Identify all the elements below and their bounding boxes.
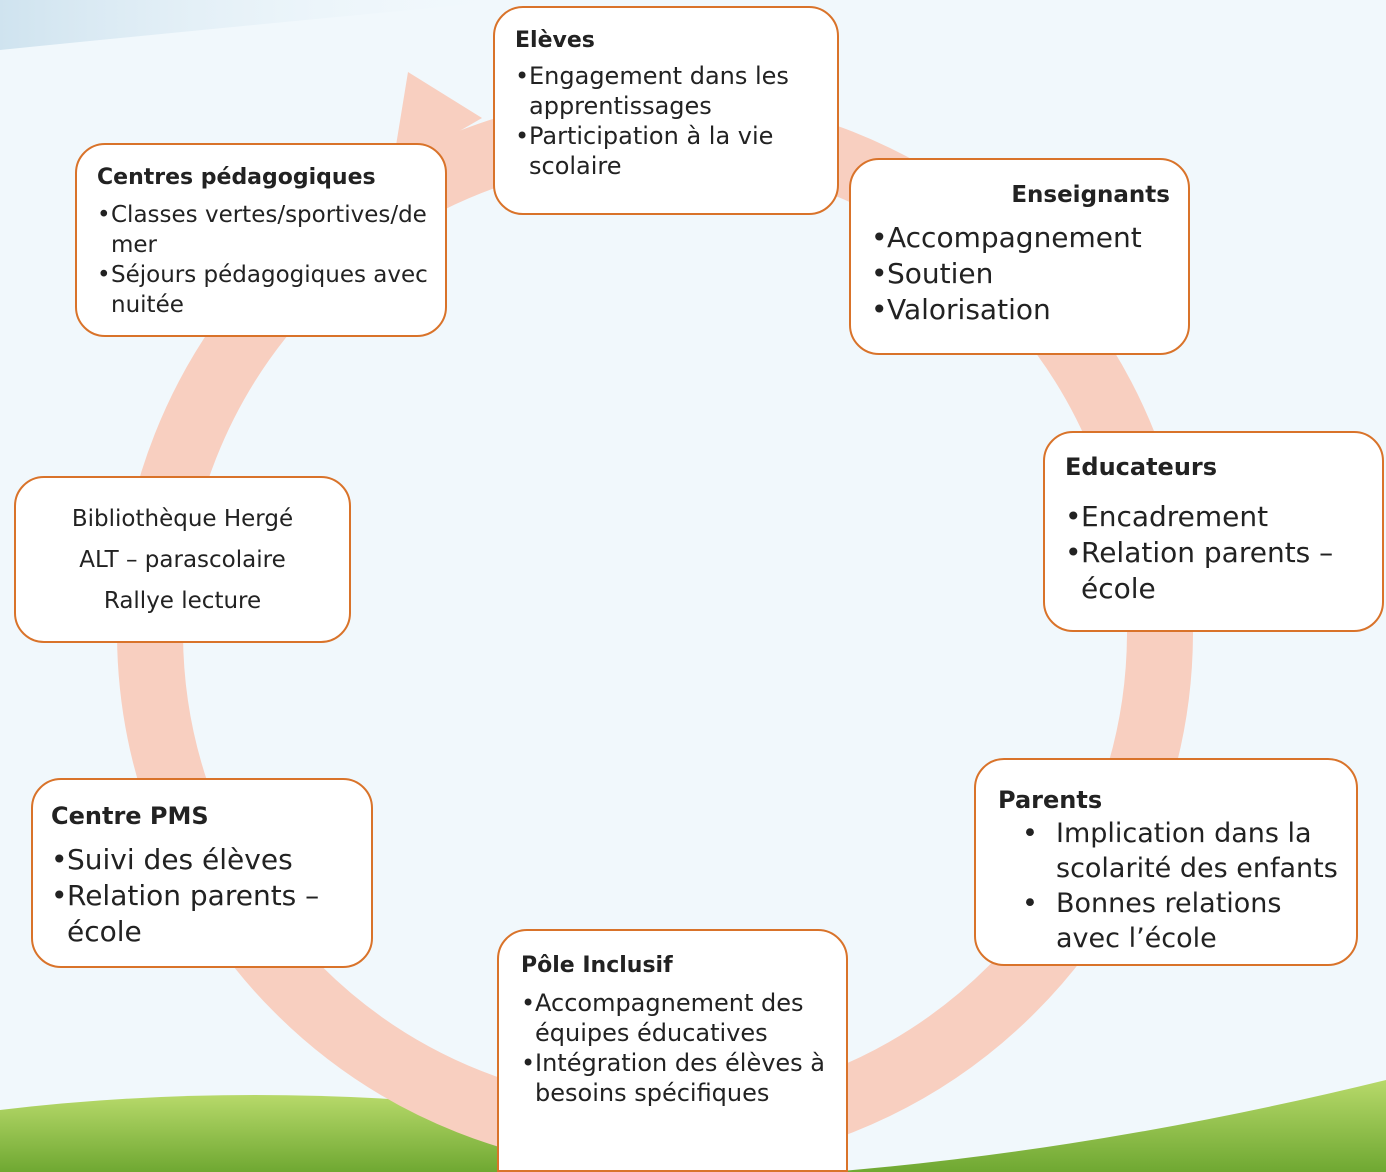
node-item: Suivi des élèves xyxy=(51,842,355,878)
node-parents: Parents Implication dans la scolarité de… xyxy=(974,758,1358,966)
node-title: Pôle Inclusif xyxy=(521,953,673,978)
node-line: Rallye lecture xyxy=(103,588,262,614)
node-item: Relation parents – école xyxy=(1065,535,1366,607)
node-item: Participation à la vie scolaire xyxy=(515,121,819,181)
node-title: Centres pédagogiques xyxy=(97,165,376,190)
node-item: Engagement dans les apprentissages xyxy=(515,61,819,121)
node-enseignants: Enseignants Accompagnement Soutien Valor… xyxy=(849,158,1190,355)
grass-hill-left xyxy=(0,1095,520,1172)
node-item: Intégration des élèves à besoins spécifi… xyxy=(521,1048,828,1108)
node-item: Encadrement xyxy=(1065,499,1366,535)
node-item: Accompagnement xyxy=(871,220,1170,256)
node-item: Relation parents – école xyxy=(51,878,355,950)
node-item: Bonnes relations avec l’école xyxy=(998,886,1340,956)
node-educateurs: Educateurs Encadrement Relation parents … xyxy=(1043,431,1384,632)
node-bibliotheque: Bibliothèque Hergé ALT – parascolaire Ra… xyxy=(14,476,351,643)
node-item: Accompagnement des équipes éducatives xyxy=(521,988,828,1048)
node-title: Elèves xyxy=(515,28,595,53)
grass-hill-right xyxy=(830,1080,1386,1172)
node-title: Educateurs xyxy=(1065,453,1218,481)
node-centre-pms: Centre PMS Suivi des élèves Relation par… xyxy=(31,778,373,968)
sky-streak xyxy=(0,0,520,50)
node-centres-pedagogiques: Centres pédagogiques Classes vertes/spor… xyxy=(75,143,447,337)
node-item: Valorisation xyxy=(871,292,1170,328)
node-eleves: Elèves Engagement dans les apprentissage… xyxy=(493,6,839,215)
node-title: Centre PMS xyxy=(51,802,209,830)
node-item: Soutien xyxy=(871,256,1170,292)
node-item: Séjours pédagogiques avec nuitée xyxy=(97,260,429,320)
node-title: Enseignants xyxy=(1011,182,1170,208)
node-item: Implication dans la scolarité des enfant… xyxy=(998,816,1340,886)
node-title: Parents xyxy=(998,786,1103,814)
node-line: Bibliothèque Hergé xyxy=(71,506,294,532)
node-pole-inclusif: Pôle Inclusif Accompagnement des équipes… xyxy=(497,929,848,1172)
node-item: Classes vertes/sportives/de mer xyxy=(97,200,429,260)
node-line: ALT – parascolaire xyxy=(79,547,286,573)
